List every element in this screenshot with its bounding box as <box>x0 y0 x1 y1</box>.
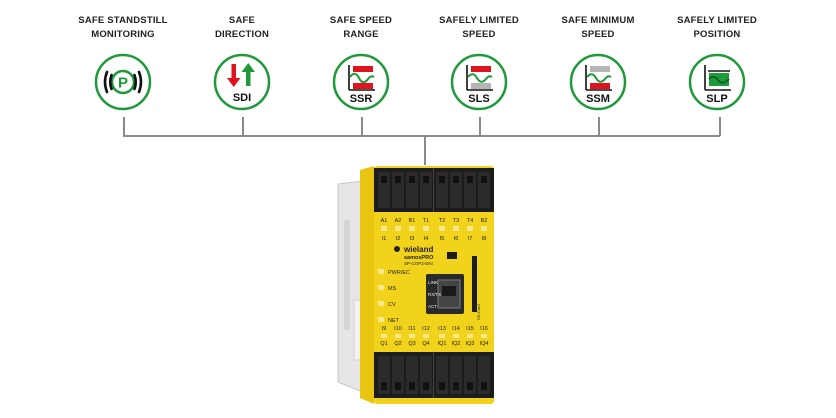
function-abbr: SDI <box>233 92 251 104</box>
port-led-label: LINK <box>428 280 438 285</box>
function-ssm: SAFE MINIMUM SPEED SSM <box>533 14 663 112</box>
input-label: I15 <box>466 326 474 332</box>
terminal-label: T3 <box>453 218 459 224</box>
input-label: I12 <box>422 326 430 332</box>
input-label: I4 <box>424 236 429 242</box>
limited-position-icon: SLP <box>688 53 746 111</box>
function-ssm-standstill: SAFE STANDSTILL MONITORING P <box>58 14 188 112</box>
minimum-speed-icon: SSM <box>569 53 627 111</box>
function-label: SAFELY LIMITED SPEED <box>439 15 519 40</box>
input-label: I1 <box>382 236 387 242</box>
connector-drop <box>719 117 721 136</box>
limited-speed-icon: SLS <box>450 53 508 111</box>
function-sls: SAFELY LIMITED SPEED SLS <box>414 14 544 112</box>
port-led-label: ACT <box>428 304 437 309</box>
terminal-label: A2 <box>395 218 402 224</box>
standstill-p-icon: P <box>94 53 152 111</box>
function-ssr: SAFE SPEED RANGE SSR <box>296 14 426 112</box>
status-led-label: CV <box>388 302 396 308</box>
terminal-label: T1 <box>423 218 429 224</box>
function-abbr: SSM <box>586 93 610 105</box>
status-led-label: PWR/EC <box>388 270 410 276</box>
icon-letter: P <box>118 75 128 92</box>
terminal-label: T4 <box>467 218 473 224</box>
function-label: SAFE DIRECTION <box>214 15 270 40</box>
port-led-label: RX/TX <box>428 292 441 297</box>
brand-text: wieland <box>403 245 433 254</box>
function-label: SAFE SPEED RANGE <box>329 15 393 40</box>
input-label: I7 <box>468 236 473 242</box>
status-led-label: NET <box>388 318 400 324</box>
connector-drop <box>479 117 481 136</box>
sd-card-label: SD-Card <box>476 304 481 320</box>
function-sdi: SAFE DIRECTION SDI <box>177 14 307 112</box>
input-label: I2 <box>396 236 401 242</box>
input-label: I13 <box>438 326 446 332</box>
terminal-label: B1 <box>409 218 416 224</box>
function-label: SAFE STANDSTILL MONITORING <box>78 15 168 40</box>
input-label: I6 <box>454 236 459 242</box>
output-label: Q1 <box>380 341 387 347</box>
direction-arrows-icon: SDI <box>213 53 271 111</box>
connector-drop <box>123 117 125 136</box>
connector-stem <box>424 135 426 165</box>
model-text: SP-COP2-ENI <box>404 261 433 266</box>
connector-horizontal <box>123 135 720 137</box>
input-label: I3 <box>410 236 415 242</box>
input-label: I9 <box>382 326 387 332</box>
output-label: Q4 <box>422 341 429 347</box>
terminal-label: A1 <box>381 218 388 224</box>
output-label: Q2 <box>394 341 401 347</box>
output-label: Q3 <box>408 341 415 347</box>
connector-drop <box>242 117 244 136</box>
status-led-label: MS <box>388 286 397 292</box>
input-label: I14 <box>452 326 460 332</box>
function-label: SAFELY LIMITED POSITION <box>677 15 757 40</box>
input-label: I16 <box>480 326 488 332</box>
terminal-label: B2 <box>481 218 488 224</box>
speed-range-icon: SSR <box>332 53 390 111</box>
output-label: IQ1 <box>438 341 447 347</box>
safety-controller-device: A1 A2 B1 T1 T2 T3 T4 B2 I1 I2 I3 I4 I5 I… <box>337 166 494 404</box>
output-label: IQ4 <box>480 341 489 347</box>
input-label: I11 <box>408 326 415 332</box>
function-label: SAFE MINIMUM SPEED <box>561 15 635 40</box>
function-abbr: SLP <box>706 93 727 105</box>
input-label: I10 <box>394 326 402 332</box>
connector-drop <box>361 117 363 136</box>
function-abbr: SSR <box>350 93 373 105</box>
output-label: IQ3 <box>466 341 475 347</box>
connector-drop <box>598 117 600 136</box>
function-abbr: SLS <box>468 93 489 105</box>
input-label: I5 <box>440 236 445 242</box>
input-label: I8 <box>482 236 487 242</box>
function-slp: SAFELY LIMITED POSITION SLP <box>652 14 782 112</box>
output-label: IQ2 <box>452 341 461 347</box>
terminal-label: T2 <box>439 218 445 224</box>
product-text: samosPRO <box>404 255 434 261</box>
